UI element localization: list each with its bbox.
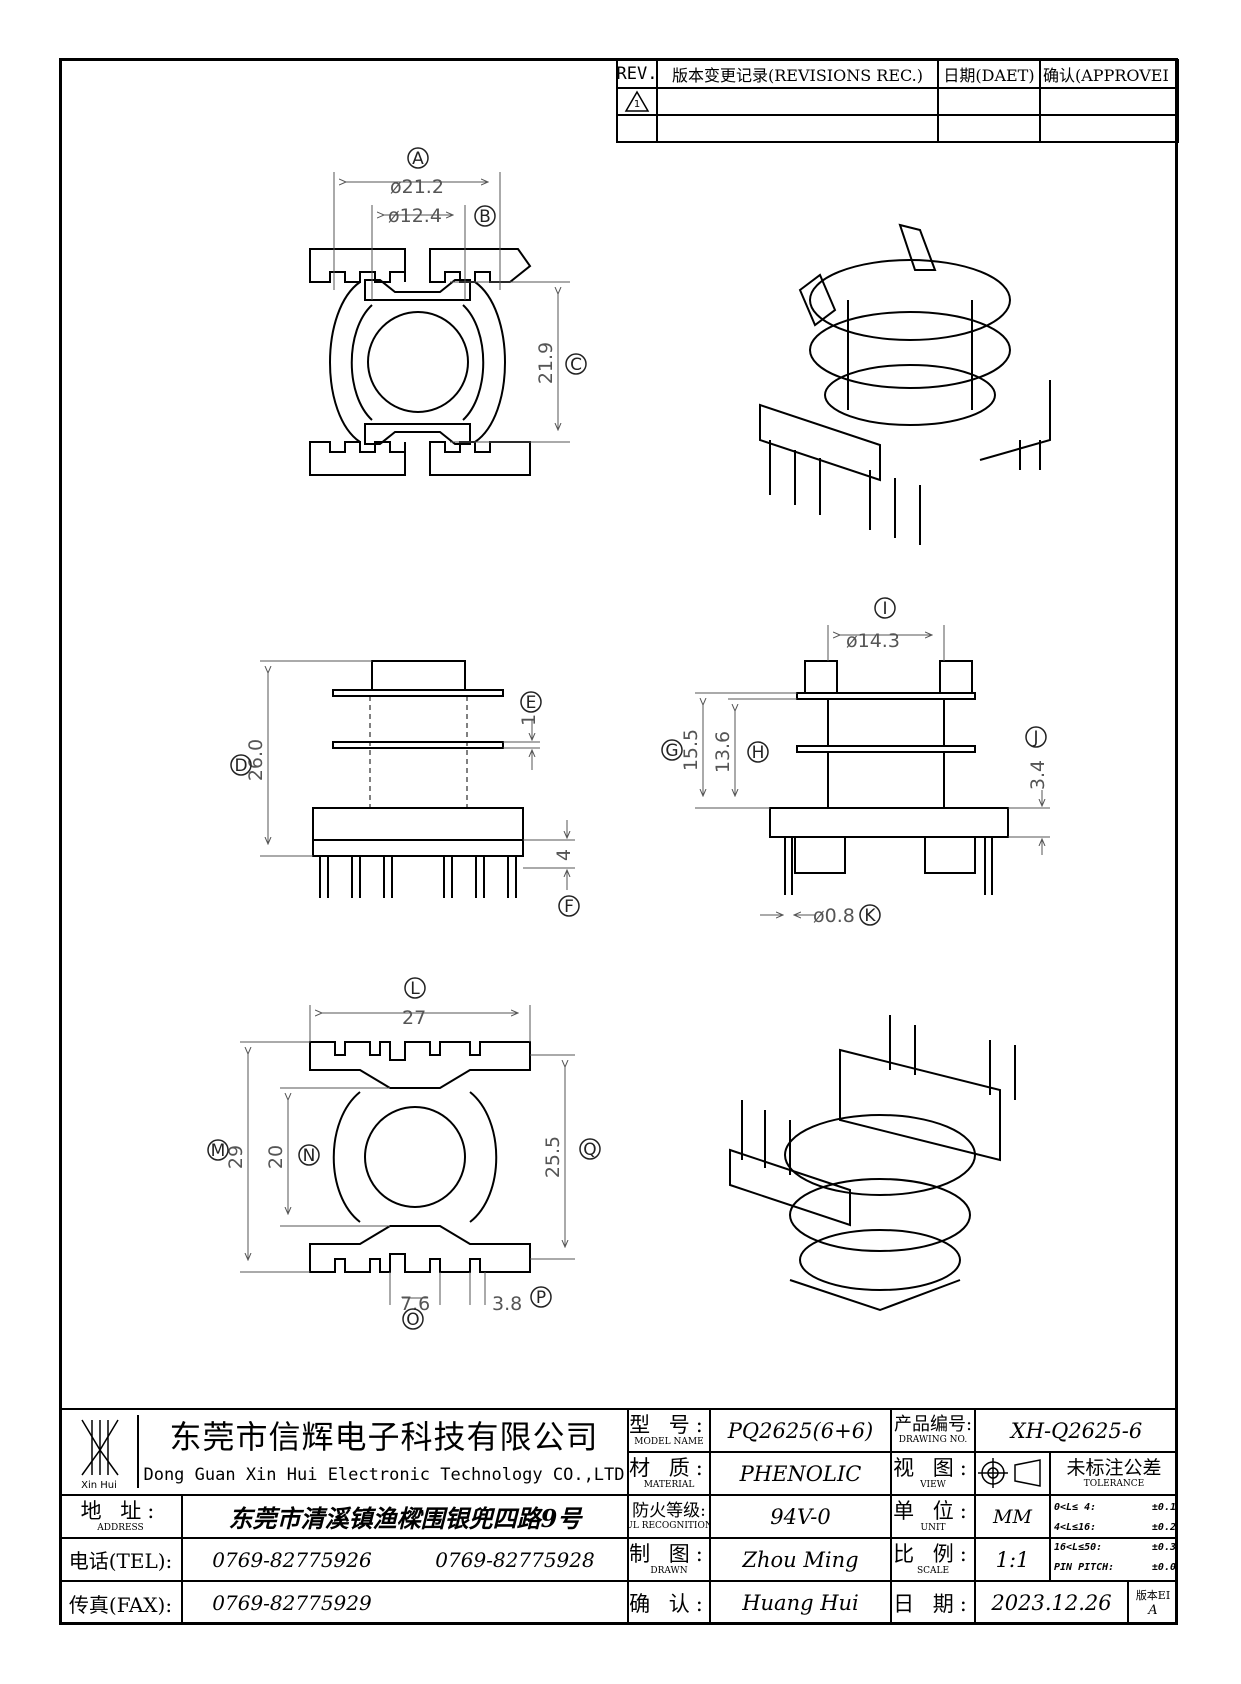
isometric-view-top bbox=[759, 223, 1051, 545]
revision-mark: 1 bbox=[633, 98, 641, 110]
dim-O-value: 7.6 bbox=[400, 1293, 430, 1315]
dim-A-value: ø21.2 bbox=[390, 176, 444, 198]
label-K: K bbox=[864, 906, 876, 926]
dim-D-value: 26.0 bbox=[245, 739, 267, 781]
dim-B-value: ø12.4 bbox=[388, 205, 442, 227]
bottom-view bbox=[309, 1041, 531, 1273]
label-G: G bbox=[665, 741, 678, 761]
tel-1: 0769-82775926 bbox=[212, 1547, 372, 1572]
tolerance-row: 16<L≤50:±0.3 bbox=[1054, 1542, 1176, 1553]
label-H: H bbox=[752, 743, 765, 763]
label-E: E bbox=[526, 693, 537, 713]
revision-approve-header: 确认(APPROVEI bbox=[1043, 66, 1169, 85]
company-name-en: Dong Guan Xin Hui Electronic Technology … bbox=[143, 1465, 625, 1485]
label-I: I bbox=[882, 599, 887, 619]
address-value: 东莞市清溪镇渔樑围银兜四路9号 bbox=[228, 1504, 582, 1533]
ul-label: 防火等级: UL RECOGNITION bbox=[628, 1500, 710, 1531]
material-label: 材 质: MATERIAL bbox=[629, 1455, 709, 1490]
label-F: F bbox=[564, 897, 574, 917]
isometric-view-bottom bbox=[729, 1015, 1016, 1312]
dim-E-value: 1 bbox=[518, 714, 540, 726]
revision-date-header: 日期(DAET) bbox=[943, 66, 1035, 85]
ul-value: 94V-0 bbox=[770, 1504, 831, 1529]
label-C: C bbox=[570, 355, 582, 375]
label-A: A bbox=[412, 149, 424, 169]
label-M: M bbox=[211, 1141, 226, 1161]
drawn-value: Zhou Ming bbox=[742, 1547, 859, 1572]
revision-triangle-icon bbox=[624, 90, 650, 112]
rev-header: REV. bbox=[617, 64, 657, 84]
drawing-no-label: 产品编号: DRAWING NO. bbox=[893, 1414, 973, 1445]
third-angle-projection-icon bbox=[978, 1458, 1041, 1488]
version-cell: 版本EI A bbox=[1135, 1588, 1171, 1618]
fax-value: 0769-82775929 bbox=[212, 1591, 372, 1615]
label-N: N bbox=[303, 1146, 316, 1166]
dim-M-value: 29 bbox=[225, 1145, 247, 1169]
tolerance-table: 0<L≤ 4:±0.1 4<L≤16:±0.2 16<L≤50:±0.3 PIN… bbox=[1054, 1498, 1176, 1578]
tel-label: 电话(TEL): bbox=[68, 1549, 173, 1573]
scale-value: 1:1 bbox=[995, 1547, 1030, 1572]
address-label: 地 址: ADDRESS bbox=[80, 1498, 161, 1533]
label-O: O bbox=[406, 1310, 419, 1330]
side-view bbox=[312, 660, 524, 898]
company-name-cn: 东莞市信辉电子科技有限公司 bbox=[169, 1418, 599, 1456]
drawing-no-value: XH-Q2625-6 bbox=[1010, 1418, 1143, 1443]
dim-J-value: 3.4 bbox=[1027, 760, 1049, 790]
confirm-label: 确 认: bbox=[629, 1592, 709, 1616]
dim-P-value: 3.8 bbox=[492, 1293, 522, 1315]
dim-C-value: 21.9 bbox=[535, 342, 557, 384]
revisions-record-header: 版本变更记录(REVISIONS REC.) bbox=[671, 66, 924, 85]
dim-F-value: 4 bbox=[553, 849, 575, 861]
tolerance-label: 未标注公差 TOLERANCE bbox=[1066, 1456, 1162, 1489]
logo-text: Xin Hui bbox=[81, 1479, 117, 1491]
tolerance-row: 0<L≤ 4:±0.1 bbox=[1054, 1502, 1176, 1513]
material-value: PHENOLIC bbox=[739, 1461, 862, 1486]
tolerance-row: PIN PITCH:±0.0 bbox=[1054, 1562, 1176, 1573]
front-view bbox=[769, 660, 1009, 895]
dim-H-value: 13.6 bbox=[712, 731, 734, 773]
tel-2: 0769-82775928 bbox=[435, 1547, 595, 1572]
label-P: P bbox=[536, 1288, 546, 1308]
dim-K-value: ø0.8 bbox=[813, 905, 855, 927]
label-B: B bbox=[479, 207, 491, 227]
model-label: 型 号: MODEL NAME bbox=[629, 1412, 709, 1447]
xinhui-logo-icon bbox=[81, 1419, 119, 1476]
dim-I-value: ø14.3 bbox=[846, 630, 900, 652]
date-value: 2023.12.26 bbox=[991, 1591, 1112, 1615]
label-L: L bbox=[410, 979, 420, 999]
confirm-value: Huang Hui bbox=[742, 1591, 859, 1615]
model-value: PQ2625(6+6) bbox=[727, 1418, 874, 1443]
label-J: J bbox=[1032, 728, 1038, 748]
dim-L-value: 27 bbox=[402, 1007, 426, 1029]
tolerance-row: 4<L≤16:±0.2 bbox=[1054, 1522, 1176, 1533]
label-Q: Q bbox=[583, 1140, 596, 1160]
dim-G-value: 15.5 bbox=[680, 729, 702, 771]
drawn-label: 制 图: DRAWN bbox=[629, 1541, 709, 1576]
dim-Q-value: 25.5 bbox=[542, 1136, 564, 1178]
fax-label: 传真(FAX): bbox=[68, 1592, 173, 1617]
view-label: 视 图: VIEW bbox=[893, 1455, 973, 1490]
date-label: 日 期: bbox=[893, 1592, 973, 1616]
label-D: D bbox=[234, 756, 247, 776]
unit-label: 单 位: UNIT bbox=[893, 1498, 973, 1533]
unit-value: MM bbox=[993, 1505, 1032, 1528]
dim-N-value: 20 bbox=[265, 1145, 287, 1169]
scale-label: 比 例: SCALE bbox=[893, 1541, 973, 1576]
top-view bbox=[309, 248, 532, 476]
